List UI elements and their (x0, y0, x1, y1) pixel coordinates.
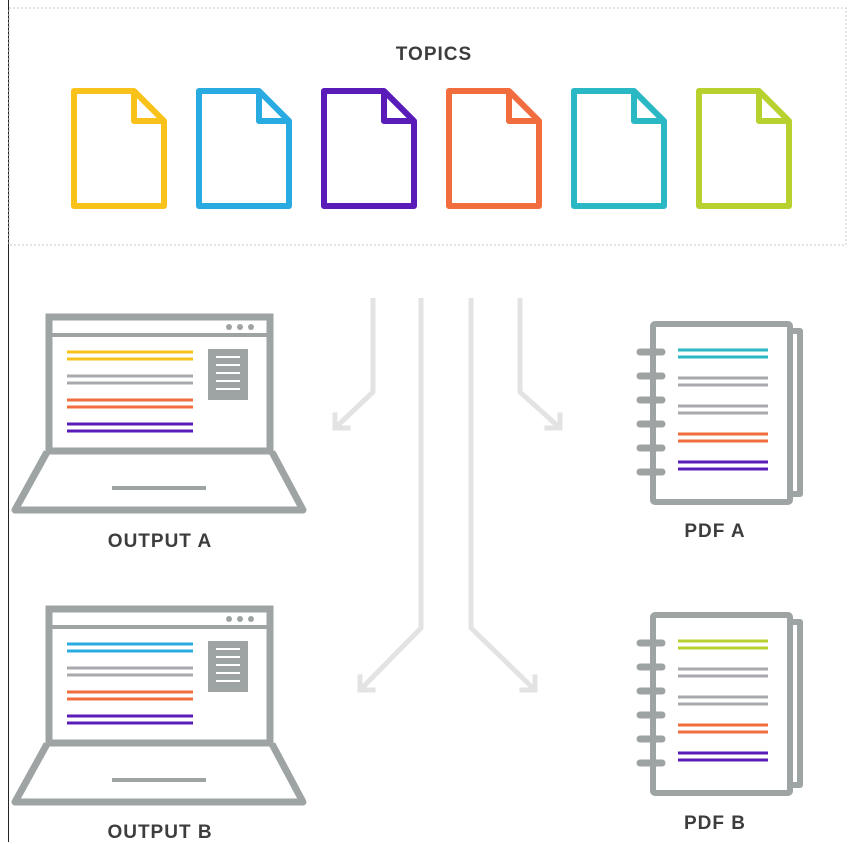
output-b-label: OUTPUT B (107, 822, 213, 843)
laptop-screen (45, 605, 274, 747)
flow-arrows (332, 298, 563, 693)
arrow-line (468, 298, 537, 692)
document-fold (381, 91, 414, 124)
notebook-cover (650, 321, 793, 505)
arrow-line (517, 298, 562, 430)
arrow-to-pdf-b (468, 298, 538, 693)
topic-3-document-icon (321, 88, 417, 209)
document-outline (446, 88, 542, 209)
topic-6-document-icon (696, 88, 792, 209)
window-dot-icon (237, 324, 243, 330)
topic-4-document-icon (446, 88, 542, 209)
arrowhead (357, 674, 376, 693)
document-fold (131, 91, 164, 124)
topic-5-document-icon (571, 88, 667, 209)
notebook-back-page (790, 328, 803, 497)
document-outline (71, 88, 167, 209)
laptop-output-b (11, 605, 307, 806)
topics-title: TOPICS (395, 44, 473, 65)
document-fold (631, 91, 664, 124)
document-outline (696, 88, 792, 209)
arrowhead (332, 412, 351, 431)
document-outline (196, 88, 292, 209)
topic-2-document-icon (196, 88, 292, 209)
arrow-to-pdf-a (517, 298, 563, 431)
notebook-pdf-a (636, 321, 803, 505)
arrow-to-output-a (332, 298, 376, 431)
laptop-output-a (11, 313, 307, 514)
laptop-base (11, 742, 307, 806)
notebook-cover (650, 612, 793, 796)
laptop-screen (45, 313, 274, 455)
topics-panel (8, 7, 847, 246)
notebook-back-page (790, 619, 803, 788)
notebook-pdf-b (636, 612, 803, 796)
window-dot-icon (226, 616, 232, 622)
arrow-to-output-b (357, 298, 424, 693)
window-dot-icon (248, 616, 254, 622)
arrowhead (519, 674, 538, 693)
topic-documents (71, 88, 792, 209)
arrow-line (358, 298, 424, 692)
window-dot-icon (237, 616, 243, 622)
topic-1-document-icon (71, 88, 167, 209)
document-fold (756, 91, 789, 124)
document-outline (571, 88, 667, 209)
output-a-label: OUTPUT A (107, 531, 213, 552)
document-fold (506, 91, 539, 124)
document-fold (256, 91, 289, 124)
laptop-base (11, 450, 307, 514)
arrow-line (333, 298, 376, 430)
window-dot-icon (226, 324, 232, 330)
window-dot-icon (248, 324, 254, 330)
document-outline (321, 88, 417, 209)
pdf-b-label: PDF B (684, 813, 746, 834)
pdf-a-label: PDF A (684, 521, 746, 542)
arrowhead (544, 412, 563, 431)
